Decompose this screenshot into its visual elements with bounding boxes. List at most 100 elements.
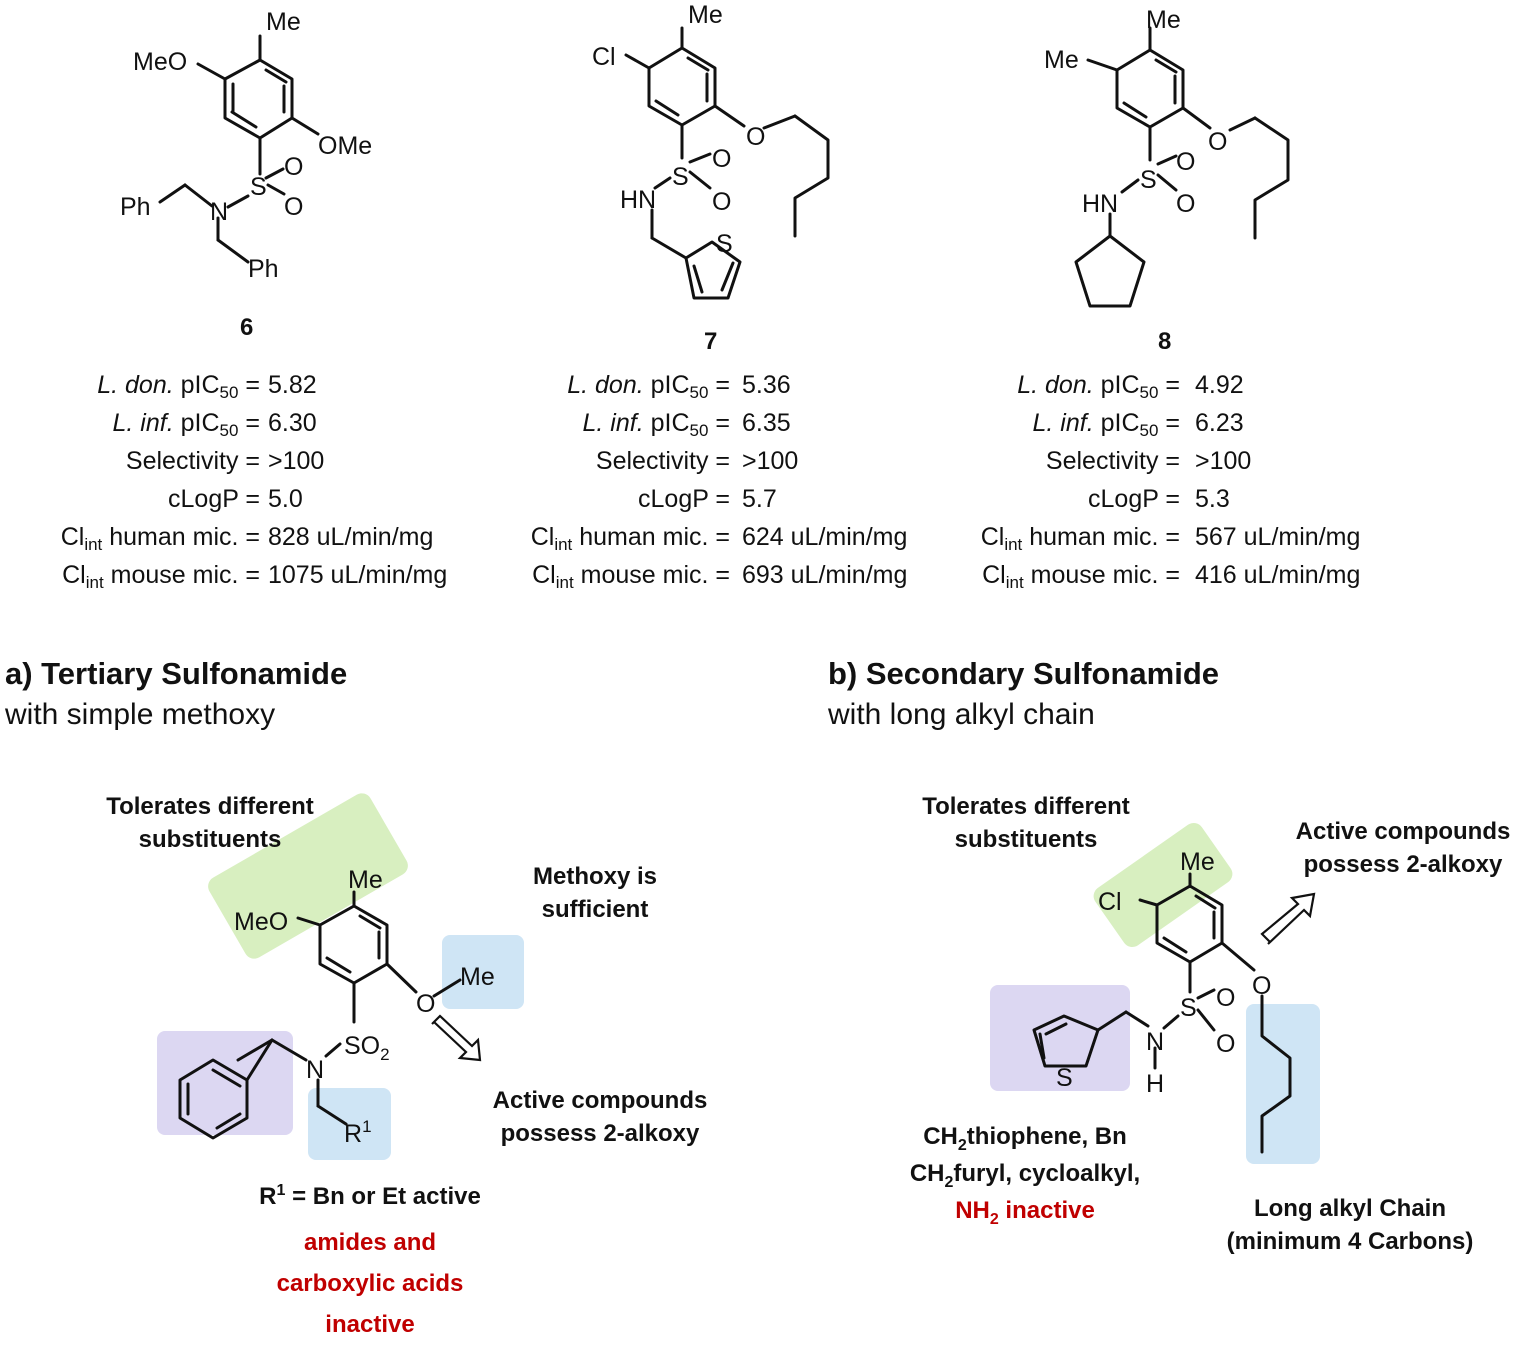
property-label: Selectivity =	[595, 447, 730, 475]
compound-number: 7	[704, 328, 718, 355]
oxygen-label: O	[416, 990, 435, 1018]
oxygen-label: O	[1216, 1030, 1235, 1058]
thiophene-highlight-purple	[990, 985, 1130, 1091]
methyl-label: Me	[688, 1, 723, 29]
compound-number: 6	[240, 314, 254, 341]
compound-number: 8	[1158, 328, 1172, 355]
oxygen-label: O	[1176, 190, 1195, 218]
property-value: 6.35	[742, 409, 791, 437]
property-label: Clint mouse mic. =	[532, 561, 730, 592]
property-label: Clint mouse mic. =	[982, 561, 1180, 592]
nitrogen-label: N	[210, 198, 228, 226]
oxygen-label: O	[284, 153, 303, 181]
sulfur-label: S	[1056, 1064, 1073, 1092]
oxygen-label: O	[712, 188, 731, 216]
property-label: cLogP =	[638, 485, 730, 513]
substituent-highlight-green	[1093, 822, 1233, 948]
property-value: 6.30	[268, 409, 317, 437]
property-label: L. don. pIC50 =	[567, 371, 730, 402]
oxygen-label: O	[1208, 128, 1227, 156]
property-value: 5.82	[268, 371, 317, 399]
alkyl-chain-note: Long alkyl Chain(minimum 4 Carbons)	[1226, 1195, 1474, 1255]
sulfonyl-label: SO2	[344, 1032, 390, 1064]
property-value: 4.92	[1195, 371, 1244, 399]
oxygen-label: O	[1176, 148, 1195, 176]
r1-highlight-blue	[308, 1088, 391, 1160]
property-value: >100	[1195, 447, 1252, 475]
nitrogen-label: N	[1146, 1028, 1164, 1056]
methoxy-label: OMe	[318, 132, 372, 160]
amine-label: HN	[620, 186, 656, 214]
sulfur-label: S	[1140, 166, 1157, 194]
property-value: 5.0	[268, 485, 303, 513]
property-value: 693 uL/min/mg	[742, 561, 908, 589]
property-value: 416 uL/min/mg	[1195, 561, 1361, 589]
property-label: L. don. pIC50 =	[97, 371, 260, 402]
chlorine-label: Cl	[1098, 888, 1122, 916]
property-label: cLogP =	[1088, 485, 1180, 513]
compound-6-properties: L. don. pIC50 = 5.82 L. inf. pIC50 = 6.3…	[0, 366, 480, 596]
phenyl-label: Ph	[120, 193, 151, 221]
property-label: L. don. pIC50 =	[1017, 371, 1180, 402]
section-b-subtitle: with long alkyl chain	[828, 698, 1095, 731]
property-label: Clint human mic. =	[980, 523, 1180, 554]
section-b-structure: Me Cl O S O O N H S	[990, 822, 1320, 1164]
substituent-highlight-green	[208, 793, 408, 959]
property-value: 567 uL/min/mg	[1195, 523, 1361, 551]
section-a-structure: Me MeO O Me SO2 N R1	[157, 793, 524, 1160]
section-a-subtitle: with simple methoxy	[5, 698, 276, 731]
compound-8-structure: Me Me O S O O HN	[1044, 6, 1290, 308]
oxygen-label: O	[1252, 972, 1271, 1000]
property-value: 5.3	[1195, 485, 1230, 513]
methoxy-highlight-blue	[442, 935, 524, 1009]
compound-7-structure: Me Cl O S O O HN S	[592, 1, 830, 300]
sulfur-label: S	[672, 163, 689, 191]
compound-6-structure: Me MeO OMe S O O N Ph Ph	[120, 8, 372, 283]
oxygen-label: O	[712, 145, 731, 173]
property-value: 6.23	[1195, 409, 1244, 437]
sulfur-label: S	[716, 230, 733, 258]
sulfur-label: S	[1180, 994, 1197, 1022]
methyl-label: Me	[266, 8, 301, 36]
property-label: Clint mouse mic. =	[62, 561, 260, 592]
property-label: Selectivity =	[1045, 447, 1180, 475]
methyl-label: Me	[460, 963, 495, 991]
property-value: >100	[742, 447, 799, 475]
methyl-label: Me	[348, 866, 383, 894]
methoxy-label: MeO	[234, 908, 288, 936]
property-value: 624 uL/min/mg	[742, 523, 908, 551]
arrow-icon	[1260, 892, 1316, 945]
property-label: L. inf. pIC50 =	[1032, 409, 1180, 440]
arrow-icon	[431, 1014, 482, 1062]
amine-label: HN	[1082, 190, 1118, 218]
chlorine-label: Cl	[592, 43, 616, 71]
methyl-label: Me	[1146, 6, 1181, 34]
oxygen-label: O	[1216, 984, 1235, 1012]
property-label: Clint human mic. =	[530, 523, 730, 554]
compound-7-properties: L. don. pIC50 = 5.36 L. inf. pIC50 = 6.3…	[480, 366, 940, 596]
r1-active-note: R1 = Bn or Et active	[259, 1182, 481, 1211]
sulfur-label: S	[250, 173, 267, 201]
r1-label: R1	[344, 1117, 372, 1148]
property-value: 5.36	[742, 371, 791, 399]
benzyl-highlight-purple	[157, 1031, 293, 1135]
section-b-title: b) Secondary Sulfonamide	[828, 656, 1220, 691]
alkyl-chain-highlight-blue	[1246, 1004, 1320, 1164]
property-label: Clint human mic. =	[60, 523, 260, 554]
hydrogen-label: H	[1146, 1070, 1164, 1098]
nitrogen-label: N	[306, 1056, 324, 1084]
methyl-label: Me	[1044, 46, 1079, 74]
property-label: L. inf. pIC50 =	[582, 409, 730, 440]
oxygen-label: O	[746, 123, 765, 151]
methyl-label: Me	[1180, 848, 1215, 876]
property-label: cLogP =	[168, 485, 260, 513]
amine-substituent-note: CH2thiophene, Bn CH2furyl, cycloalkyl, N…	[909, 1123, 1141, 1228]
oxygen-label: O	[284, 193, 303, 221]
